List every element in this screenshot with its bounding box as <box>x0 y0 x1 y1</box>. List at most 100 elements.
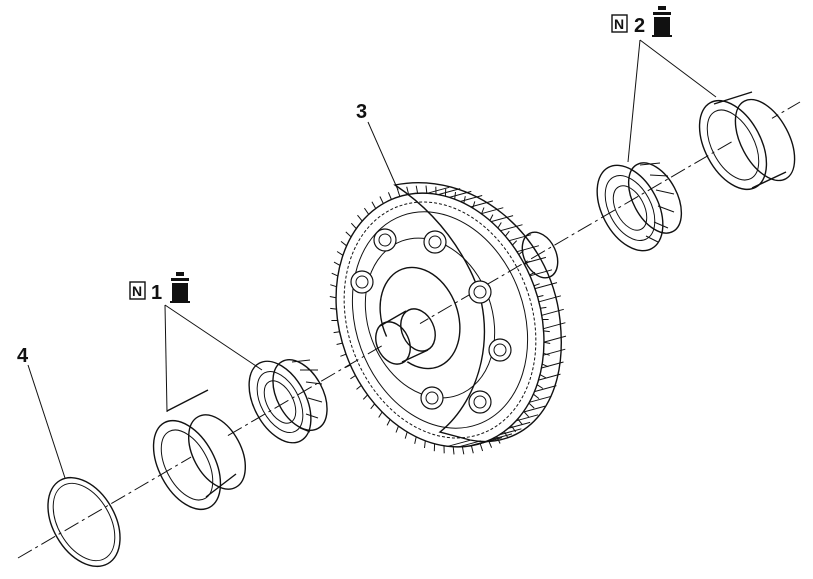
gear-tooth <box>536 384 544 389</box>
gear-tooth <box>497 222 502 229</box>
gear-tooth <box>356 385 362 390</box>
gear-tooth <box>472 201 476 209</box>
gear-tooth <box>461 446 465 455</box>
gear-tooth <box>543 330 550 333</box>
gear-helical-tooth <box>529 269 553 277</box>
gear-helical-tooth <box>500 224 523 232</box>
gear-tooth <box>533 283 540 287</box>
gear-helical-tooth <box>438 188 461 196</box>
gear-tooth <box>330 307 337 310</box>
gear-tooth <box>539 374 547 379</box>
gear-tooth <box>543 341 551 344</box>
gear-tooth <box>363 207 370 215</box>
gear-tooth <box>503 431 509 439</box>
gear-helical-tooth <box>490 215 514 223</box>
gear-tooth <box>404 431 408 439</box>
gear-tooth <box>336 342 343 345</box>
gear-tooth <box>481 207 485 215</box>
gear-helical-tooth <box>447 439 471 447</box>
callout-number-4: 4 <box>17 345 29 367</box>
gear-helical-tooth <box>449 190 472 198</box>
differential-gear-part <box>329 182 567 455</box>
left-bearing-cone-part <box>248 359 328 444</box>
right-bearing-cone-part <box>596 162 683 252</box>
grease-can-icon <box>652 6 672 37</box>
gear-tooth <box>333 261 341 266</box>
gear-tooth <box>340 241 347 247</box>
gear-tooth <box>329 296 337 299</box>
gear-helical-tooth <box>543 335 567 343</box>
new-part-badge <box>129 281 146 300</box>
gear-helical-tooth <box>427 186 450 194</box>
gear-tooth <box>489 214 494 221</box>
gear-tooth <box>357 214 363 222</box>
gear-tooth <box>425 185 428 194</box>
gear-helical-tooth <box>458 440 482 448</box>
callout-number-2: 2 <box>634 15 645 37</box>
gear-helical-tooth <box>470 200 494 208</box>
leader-lines <box>27 39 717 479</box>
gear-helical-tooth <box>516 245 540 253</box>
gear-tooth <box>512 240 518 246</box>
gear-tooth <box>387 192 392 200</box>
gear-helical-tooth <box>481 207 504 215</box>
gear-tooth <box>378 411 383 418</box>
new-part-badge <box>611 14 628 33</box>
gear-tooth <box>533 393 540 399</box>
gear-tooth <box>488 440 493 448</box>
left-bearing-cup-part <box>152 389 247 511</box>
gear-helical-tooth <box>541 361 564 369</box>
gear-tooth <box>452 446 455 455</box>
new-part-badge-label: N <box>132 283 142 299</box>
callout-2-group: N 2 <box>611 6 672 37</box>
gear-tooth <box>340 353 347 357</box>
gear-helical-tooth <box>543 348 566 356</box>
gear-tooth <box>330 284 337 288</box>
snap-ring-part <box>47 476 121 568</box>
new-part-badge-label: N <box>614 16 624 32</box>
gear-helical-tooth <box>523 256 547 264</box>
gear-helical-tooth <box>543 322 566 330</box>
gear-tooth <box>333 331 340 334</box>
gear-helical-tooth <box>538 295 562 303</box>
gear-tooth <box>350 375 356 380</box>
gear-tooth <box>540 306 547 309</box>
gear-tooth <box>350 222 357 229</box>
gear-helical-tooth <box>460 195 483 202</box>
callout-1-group: N 1 <box>129 272 190 304</box>
gear-tooth <box>362 394 368 400</box>
gear-tooth <box>370 403 375 410</box>
gear-helical-tooth <box>541 308 564 316</box>
gear-tooth <box>331 272 339 277</box>
gear-helical-tooth <box>534 282 558 290</box>
gear-helical-tooth <box>523 405 546 413</box>
gear-tooth <box>379 196 384 204</box>
right-bearing-cup-part <box>698 91 796 191</box>
gear-helical-tooth <box>534 385 557 393</box>
gear-tooth <box>396 188 401 197</box>
gear-tooth <box>386 419 391 426</box>
gear-tooth <box>415 185 419 194</box>
gear-tooth <box>523 411 530 418</box>
gear-tooth <box>470 445 474 454</box>
gear-tooth <box>344 364 351 369</box>
grease-can-icon <box>170 272 190 303</box>
gear-tooth <box>345 231 352 238</box>
gear-helical-tooth <box>508 234 532 242</box>
gear-tooth <box>528 402 535 409</box>
gear-tooth <box>537 295 544 298</box>
gear-helical-tooth <box>507 421 531 429</box>
gear-helical-tooth <box>538 373 561 381</box>
gear-tooth <box>479 443 484 452</box>
gear-tooth <box>414 436 417 444</box>
gear-tooth <box>336 251 344 256</box>
gear-tooth <box>424 440 426 449</box>
gear-helical-tooth <box>515 414 539 422</box>
gear-helical-tooth <box>499 428 522 436</box>
callout-number-3: 3 <box>356 101 367 123</box>
gear-tooth <box>406 186 410 195</box>
callout-number-1: 1 <box>151 282 162 304</box>
gear-tooth <box>371 201 377 209</box>
